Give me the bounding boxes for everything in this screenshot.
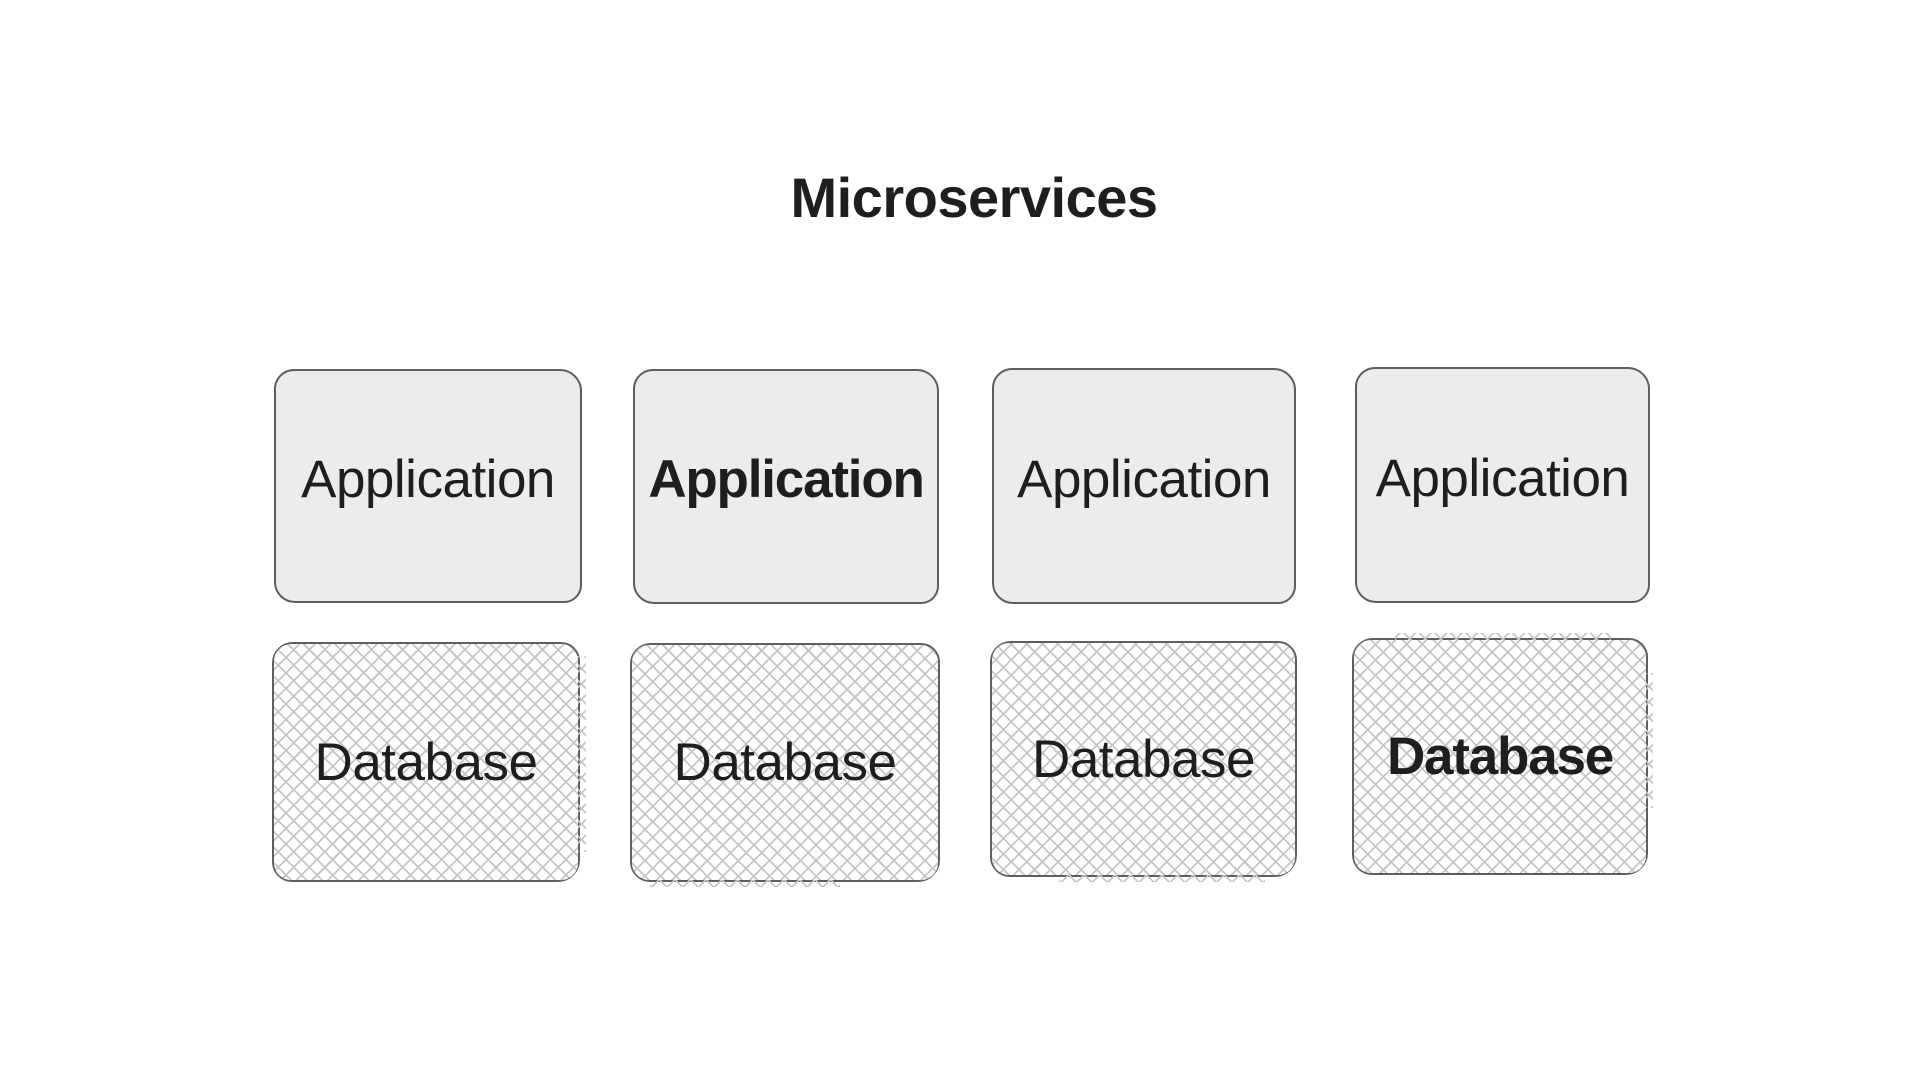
application-box-1[interactable]: Application xyxy=(274,369,582,603)
application-box-label: Application xyxy=(1375,448,1630,508)
application-box-label: Application xyxy=(301,449,555,509)
application-box-label: Application xyxy=(648,450,925,509)
application-box-4[interactable]: Application xyxy=(1355,367,1650,603)
crosshatch-bleed xyxy=(1394,633,1611,641)
application-box-2[interactable]: Application xyxy=(633,369,939,604)
database-box-1[interactable]: Database xyxy=(272,642,586,882)
crosshatch-bleed xyxy=(577,656,586,852)
application-box-label: Application xyxy=(1017,449,1271,509)
crosshatch-bleed xyxy=(650,879,840,887)
diagram-title[interactable]: Microservices xyxy=(790,166,1158,229)
crosshatch-bleed xyxy=(1645,672,1653,808)
database-box-3[interactable]: Database xyxy=(990,641,1297,882)
database-box-4[interactable]: Database xyxy=(1352,633,1653,875)
crosshatch-bleed xyxy=(1058,874,1265,882)
crosshatch-pattern xyxy=(1354,640,1646,873)
database-box-label: Database xyxy=(1386,727,1614,786)
crosshatch-pattern xyxy=(992,643,1295,875)
database-box-2[interactable]: Database xyxy=(630,643,940,887)
crosshatch-pattern xyxy=(632,645,938,880)
database-box-label: Database xyxy=(314,732,538,792)
database-box-label: Database xyxy=(673,733,897,792)
database-box-label: Database xyxy=(1032,729,1255,789)
crosshatch-pattern xyxy=(274,644,578,880)
application-box-3[interactable]: Application xyxy=(992,368,1296,604)
